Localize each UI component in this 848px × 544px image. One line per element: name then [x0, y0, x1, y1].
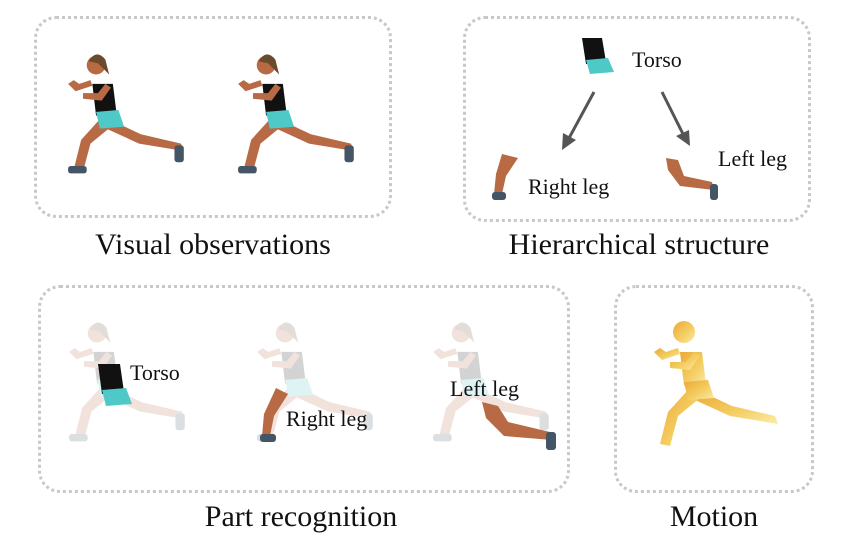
label-right-leg: Right leg	[528, 174, 610, 199]
label-left-leg: Left leg	[718, 146, 788, 171]
label-torso-recognition: Torso	[130, 360, 180, 385]
right-leg-part-icon	[492, 154, 518, 200]
label-right-leg-recognition: Right leg	[286, 406, 368, 431]
label-left-leg-recognition: Left leg	[450, 376, 520, 401]
motion-flow-figure	[654, 321, 778, 446]
caption-part-recognition: Part recognition	[204, 500, 398, 533]
right-leg-highlight	[260, 388, 288, 442]
motion-panel	[614, 285, 814, 493]
part-recognition-panel	[38, 285, 570, 493]
hierarchical-structure-panel	[463, 16, 811, 222]
torso-part-icon	[582, 38, 614, 74]
torso-highlight	[98, 364, 132, 406]
visual-observations-panel	[34, 16, 392, 218]
caption-motion: Motion	[669, 500, 759, 533]
caption-visual-observations: Visual observations	[95, 228, 331, 261]
caption-hierarchical-structure: Hierarchical structure	[508, 228, 770, 261]
label-torso: Torso	[632, 47, 682, 72]
left-leg-highlight	[482, 402, 556, 450]
left-leg-part-icon	[666, 158, 718, 200]
